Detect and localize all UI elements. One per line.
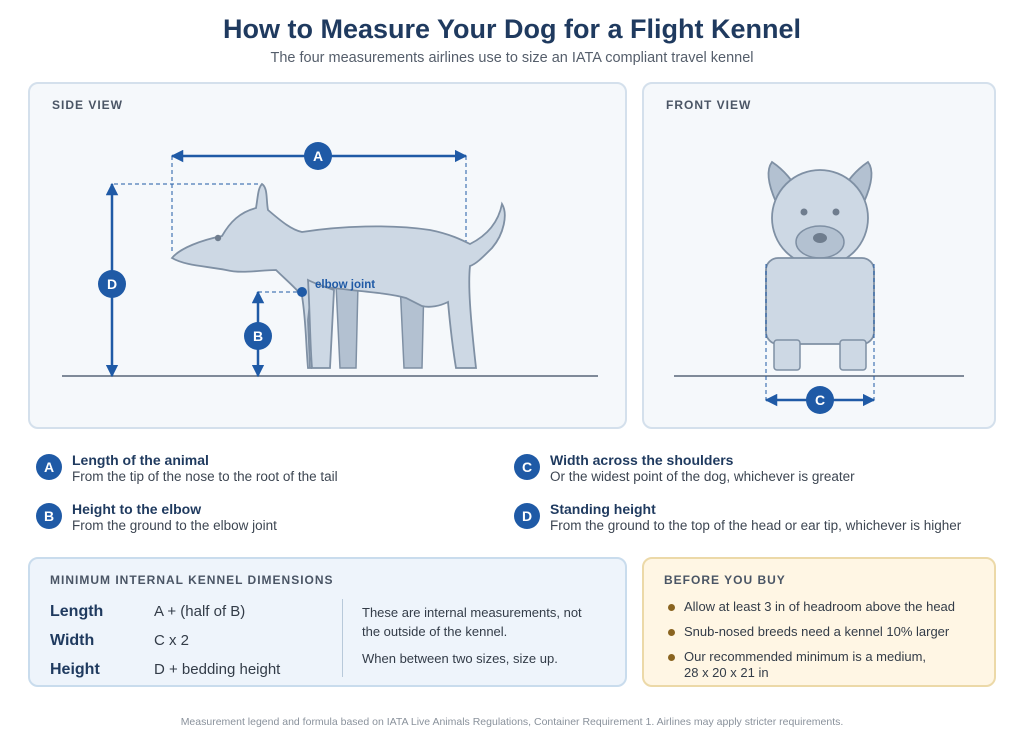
dim-formula: A + (half of B) [154,603,246,620]
marker-a-label: A [313,148,323,164]
legend-item-b: B Height to the elbow From the ground to… [36,501,476,541]
legend-item-c: C Width across the shoulders Or the wide… [514,452,994,492]
note-internal: These are internal measurements, not the… [362,605,582,639]
marker-d-label: D [107,276,117,292]
legend-title-d: Standing height [550,501,656,517]
legend-desc-d: From the ground to the top of the head o… [550,518,962,533]
dim-name: Height [50,661,100,678]
dog-side-silhouette [170,182,506,369]
min-dimensions-label: MINIMUM INTERNAL KENNEL DIMENSIONS [50,573,334,587]
dog-front-silhouette [765,160,875,371]
dim-formula: C x 2 [154,632,190,649]
legend-desc-a: From the tip of the nose to the root of … [72,469,338,484]
note-size-up: When between two sizes, size up. [362,651,558,666]
footnote: Measurement legend and formula based on … [180,716,844,728]
marker-b-label: B [253,328,263,344]
elbow-joint-label: elbow joint [315,279,375,291]
buy-item-text: Snub-nosed breeds need a kennel 10% larg… [684,624,950,639]
buy-item-text: Allow at least 3 in of headroom above th… [684,599,956,614]
side-view-diagram: A D B elbow joint [62,142,598,378]
vertical-divider [342,599,343,677]
marker-a-badge [304,142,332,170]
legend-title-b: Height to the elbow [72,501,202,517]
side-view-panel: SIDE VIEW A [28,82,627,429]
marker-c-label: C [815,392,825,408]
side-view-label: SIDE VIEW [52,98,124,112]
page-subtitle: The four measurements airlines use to si… [270,50,754,66]
bullet-dot-icon [668,654,675,661]
legend-item-d: D Standing height From the ground to the… [514,501,994,541]
front-view-diagram: C [674,160,964,414]
marker-b-badge [244,322,272,350]
legend-badge-a: A [36,454,62,480]
before-you-buy-box: BEFORE YOU BUY Allow at least 3 in of he… [642,557,996,687]
legend-desc-b: From the ground to the elbow joint [72,518,277,533]
legend-item-a: A Length of the animal From the tip of t… [36,452,476,492]
dim-formula: D + bedding height [154,661,281,678]
legend-title-a: Length of the animal [72,452,209,468]
dim-name: Length [50,603,104,620]
bullet-dot-icon [668,629,675,636]
front-view-label: FRONT VIEW [666,98,752,112]
buy-item-text: Our recommended minimum is a medium, 28 … [684,649,927,680]
legend-desc-c: Or the widest point of the dog, whicheve… [550,469,855,484]
min-dimensions-box: MINIMUM INTERNAL KENNEL DIMENSIONS Lengt… [28,557,627,687]
bullet-dot-icon [668,604,675,611]
front-view-panel: FRONT VIEW [642,82,996,429]
marker-c-badge [806,386,834,414]
page-title: How to Measure Your Dog for a Flight Ken… [222,14,802,44]
before-you-buy-label: BEFORE YOU BUY [664,573,786,587]
legend-badge-c: C [514,454,540,480]
legend-badge-d: D [514,503,540,529]
legend-badge-b: B [36,503,62,529]
marker-d-badge [98,270,126,298]
dim-name: Width [50,632,95,649]
legend-title-c: Width across the shoulders [550,452,734,468]
elbow-joint-dot [297,287,307,297]
